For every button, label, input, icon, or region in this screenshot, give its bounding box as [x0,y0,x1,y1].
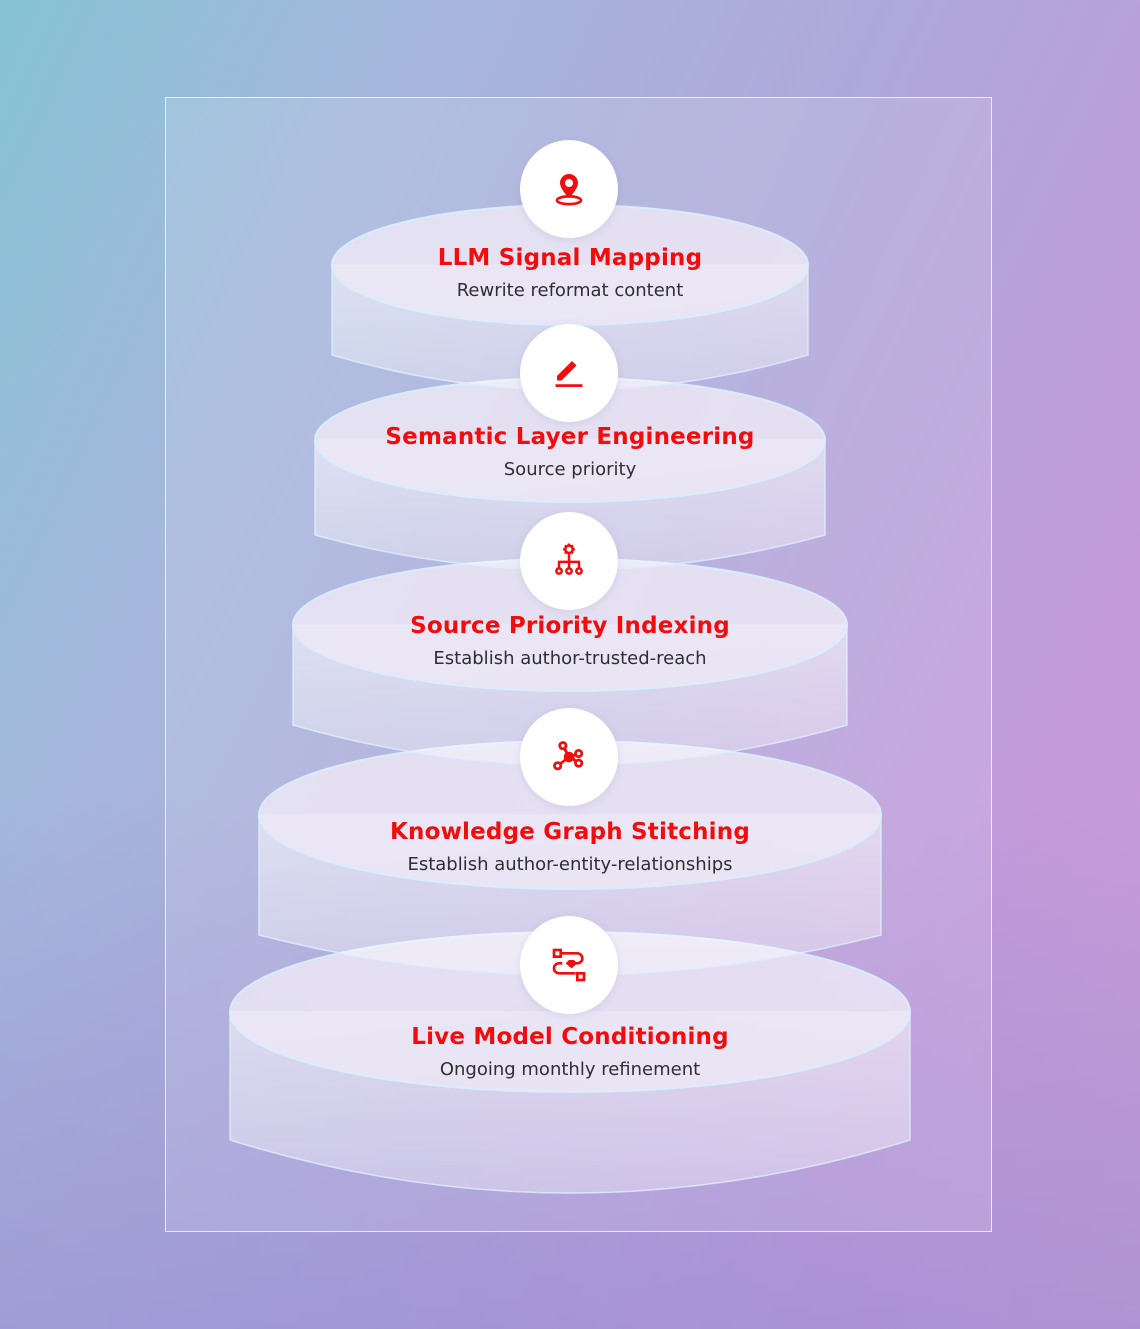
tier-2 [314,377,826,571]
tier-2-title: Semantic Layer Engineering [385,424,755,450]
tier-2-subtitle: Source priority [503,459,637,480]
hierarchy-gear-icon [520,512,618,610]
workflow-icon [520,916,618,1014]
tier-4-subtitle: Establish author-entity-relationships [407,854,733,875]
map-pin-icon [520,140,618,238]
tier-1-subtitle: Rewrite reformat content [456,280,684,301]
tier-3-title: Source Priority Indexing [410,613,730,639]
pencil-icon [520,324,618,422]
tier-4 [258,740,882,976]
tier-5-subtitle: Ongoing monthly refinement [439,1059,701,1080]
tier-3-subtitle: Establish author-trusted-reach [433,648,707,669]
tier-4-title: Knowledge Graph Stitching [389,819,751,845]
tier-1-title: LLM Signal Mapping [437,245,703,271]
tier-3 [292,558,848,766]
tier-5-title: Live Model Conditioning [411,1024,729,1050]
graph-nodes-icon [520,708,618,806]
